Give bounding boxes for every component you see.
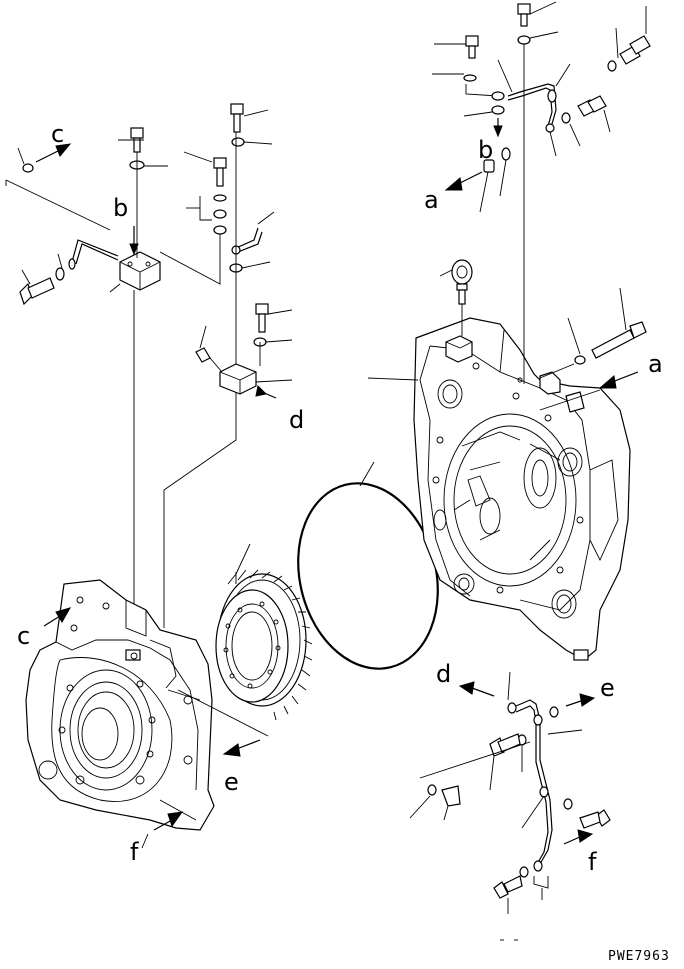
label-a-top-right: a	[424, 186, 439, 214]
bracket-block-d	[195, 303, 293, 399]
label-b-left: b	[113, 194, 128, 222]
washer-c	[22, 163, 34, 173]
label-f-right: f	[588, 848, 597, 876]
drawing-code: PWE7963	[608, 949, 670, 964]
label-c-housing: c	[17, 622, 30, 650]
label-d-right: d	[436, 660, 451, 688]
long-stud-bolt	[539, 287, 647, 379]
label-c-top: c	[51, 120, 64, 148]
label-b-right: b	[478, 136, 493, 164]
left-flywheel-housing	[25, 579, 215, 831]
right-upper-pipe-assembly	[432, 1, 651, 384]
left-upper-pipe-assembly	[5, 127, 221, 306]
washer-left-side	[55, 267, 65, 281]
label-f-left: f	[130, 838, 139, 866]
lower-right-pipe-assembly	[409, 671, 611, 914]
label-e-left: e	[224, 768, 239, 796]
lifting-eye-bolt	[439, 259, 473, 336]
bolt-upper-left	[118, 127, 144, 153]
label-e-right: e	[600, 674, 615, 702]
label-a-housing: a	[648, 350, 663, 378]
right-transmission-housing	[413, 317, 631, 661]
ring-gear	[215, 569, 313, 721]
label-d-left: d	[289, 406, 304, 434]
bolt-left-side	[19, 277, 55, 306]
bracket-block-b	[119, 251, 161, 291]
